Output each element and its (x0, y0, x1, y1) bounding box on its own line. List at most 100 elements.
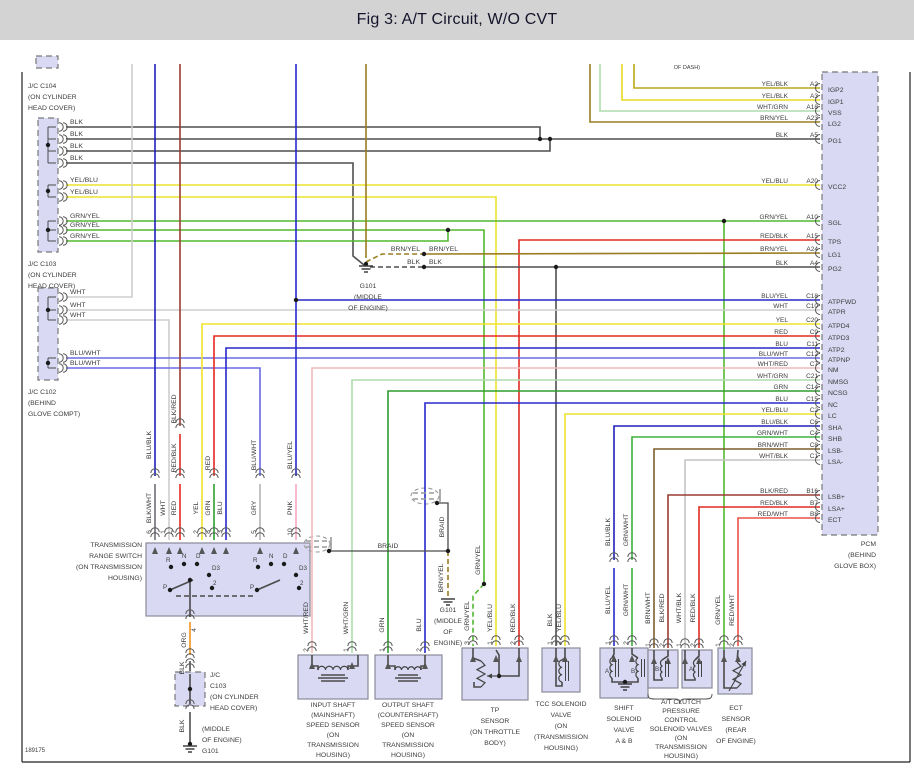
diagram-label: GRY (251, 500, 258, 515)
connector-arc-icon (185, 704, 195, 710)
wire-sym (256, 579, 281, 591)
shield-braid-symbol (303, 535, 331, 553)
diagram-label: BLU/WHT (251, 440, 258, 471)
pcm-pin-number: C4 (810, 430, 819, 437)
diagram-label: BLU/WHT (70, 360, 101, 367)
connector-arc-icon (491, 640, 501, 646)
diagram-label: BLK (70, 131, 83, 138)
pcm-pin-number: B16 (806, 488, 818, 495)
diagram-label: WHT (160, 500, 167, 515)
diagram-label: SENSOR (481, 718, 510, 725)
diagram-label: A (689, 666, 694, 673)
pcm-pin-arc-icon (815, 353, 821, 363)
figure-title: Fig 3: A/T Circuit, W/O CVT (356, 11, 558, 28)
wire-wht_grn (599, 64, 820, 112)
pcm-pin-arc-icon (815, 444, 821, 454)
pcm-pin-name: PG1 (828, 138, 842, 145)
pcm-pin-name: ATP2 (828, 347, 845, 354)
pcm-pin-arc-icon (815, 248, 821, 258)
wire-blu (424, 402, 820, 653)
terminal-arrow-icon (629, 655, 635, 662)
pcm-pin-wire-color: BLK (776, 260, 789, 267)
wire-sym (653, 650, 663, 681)
pcm-pin-wire-color: BLU (775, 341, 788, 348)
connector-arc-icon (185, 609, 195, 615)
junction-dot (293, 572, 299, 578)
connector-arc-icon (62, 353, 68, 363)
pcm-pin-name: LSB+ (828, 494, 845, 501)
connector-arc-icon (468, 640, 478, 646)
connector-arc-icon (383, 641, 393, 647)
connector-arc-icon (420, 641, 430, 647)
junction-dot (254, 587, 260, 593)
connector-arc-icon (150, 532, 160, 538)
pcm-pin-arc-icon (815, 513, 821, 523)
terminal-arrow-icon (152, 547, 158, 554)
connector-arc-icon (649, 638, 659, 644)
diagram-label: P (250, 584, 254, 591)
wire-sym (611, 648, 615, 659)
diagram-label: (ON THROTTLE (470, 729, 521, 736)
connector-arc-icon (291, 473, 301, 479)
diagram-label: TRANSMISSION (655, 744, 707, 751)
terminal-arrow-icon (349, 662, 355, 669)
diagram-label: B (655, 666, 659, 673)
diagram-label: BRN/YEL (438, 563, 445, 592)
pcm-pin-arc-icon (815, 295, 821, 305)
pcm-pin-number: C2 (810, 407, 819, 414)
pcm-pin-name: NMSG (828, 379, 848, 386)
diagram-label: 5 (251, 530, 258, 534)
diagram-label: G101 (440, 607, 457, 614)
pcm-pin-number: C21 (806, 373, 818, 380)
diagram-label: HOUSING) (391, 752, 425, 759)
terminal-arrow-icon (562, 655, 568, 662)
junction-dot (206, 572, 212, 578)
diagram-label: 4 (191, 628, 198, 632)
terminal-arrow-icon (293, 547, 299, 554)
pcm-pin-wire-color: BRN/YEL (760, 115, 788, 122)
connector-arc-icon (175, 423, 185, 429)
wire-yel (201, 323, 820, 540)
pcm-pin-name: SHA (828, 425, 842, 432)
diagram-label: 2 (659, 643, 666, 647)
diagram-label: SHIFT (614, 705, 634, 712)
pcm-pin-name: NM (828, 367, 839, 374)
pcm-pin-name: SGL (828, 220, 842, 227)
diagram-label: GRN/WHT (623, 584, 630, 616)
connector-arc-icon (185, 653, 195, 659)
diagram-label: HOUSING) (316, 752, 350, 759)
diagram-label: OUTPUT SHAFT (382, 702, 434, 709)
diagram-label: BLK (547, 613, 554, 626)
diagram-label: SPEED SENSOR (306, 722, 360, 729)
diagram-label: BRN/YEL (429, 246, 458, 253)
connector-arc-icon (164, 527, 174, 533)
diagram-label: BLU/BLK (146, 431, 153, 459)
pcm-pin-name: ATPNP (828, 357, 851, 364)
wire-grn_yel (66, 229, 485, 584)
pcm-pin-number: A2 (810, 81, 818, 88)
connector-arc-icon (694, 638, 704, 644)
diagram-label: R (253, 557, 258, 564)
diagram-label: 6 (146, 530, 153, 534)
pcm-pin-wire-color: YEL/BLU (761, 178, 788, 185)
diagram-label: (REAR (725, 727, 746, 734)
diagram-label: BLK (179, 661, 186, 674)
connector-arc-icon (733, 640, 743, 646)
terminal-arrow-icon (211, 547, 217, 554)
pcm-pin-arc-icon (815, 409, 821, 419)
diagram-label: J/C C104 (28, 83, 57, 90)
diagram-label: RED/BLK (510, 603, 517, 633)
diagram-label: (MIDDLE (354, 294, 382, 301)
connector-arc-icon (514, 635, 524, 641)
diagram-label: BLK/RED (171, 394, 178, 423)
junction-dot (187, 577, 193, 583)
diagram-label: (ON (675, 735, 688, 742)
terminal-arrow-icon (422, 662, 428, 669)
pcm-pin-wire-color: BRN/WHT (758, 442, 788, 449)
connector-arc-icon (221, 532, 231, 538)
terminal-arrow-icon (682, 657, 688, 664)
diagram-label: BODY) (484, 740, 506, 747)
diagram-label: YEL/BLU (70, 189, 98, 196)
diagram-label: 3 (464, 641, 471, 645)
connector-arc-icon (491, 635, 501, 641)
